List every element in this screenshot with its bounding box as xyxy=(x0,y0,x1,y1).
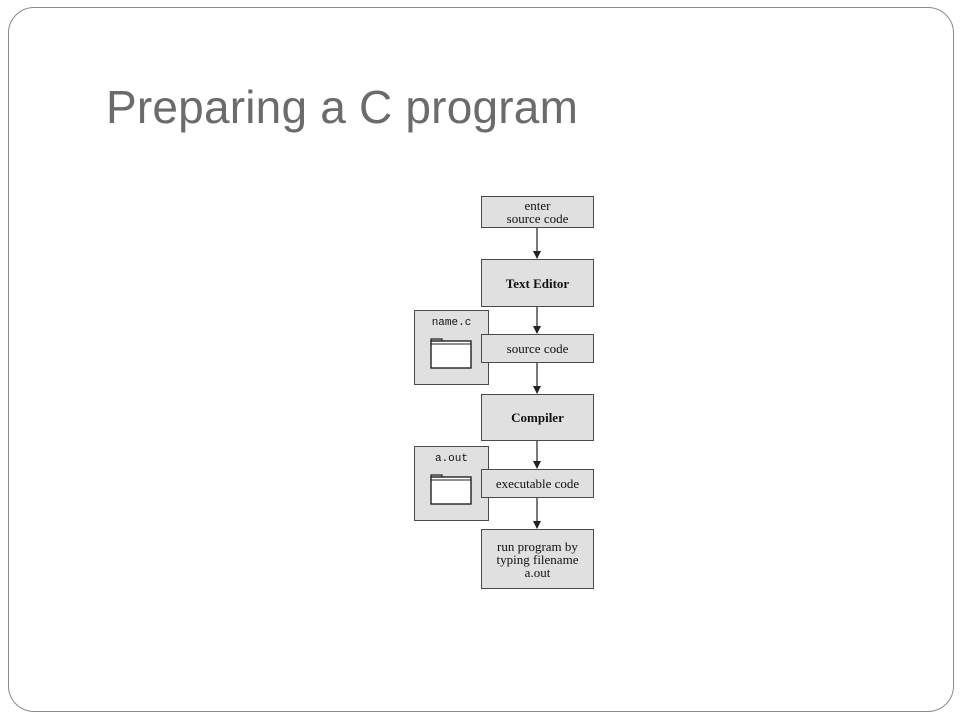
step-text-editor: Text Editor xyxy=(481,259,594,307)
folder-icon xyxy=(430,474,472,505)
slide-title: Preparing a C program xyxy=(106,81,579,133)
file-box-a-out: a.out xyxy=(414,446,489,521)
step-compiler: Compiler xyxy=(481,394,594,441)
file-name-label: a.out xyxy=(434,453,468,465)
step-source-code: source code xyxy=(481,334,594,363)
folder-icon xyxy=(430,338,472,369)
file-box-name-c: name.c xyxy=(414,310,489,385)
step-executable-code: executable code xyxy=(481,469,594,498)
step-run-program: run program by typing filename a.out xyxy=(481,529,594,589)
step-enter-source-code: enter source code xyxy=(481,196,594,228)
file-name-label: name.c xyxy=(431,317,472,329)
